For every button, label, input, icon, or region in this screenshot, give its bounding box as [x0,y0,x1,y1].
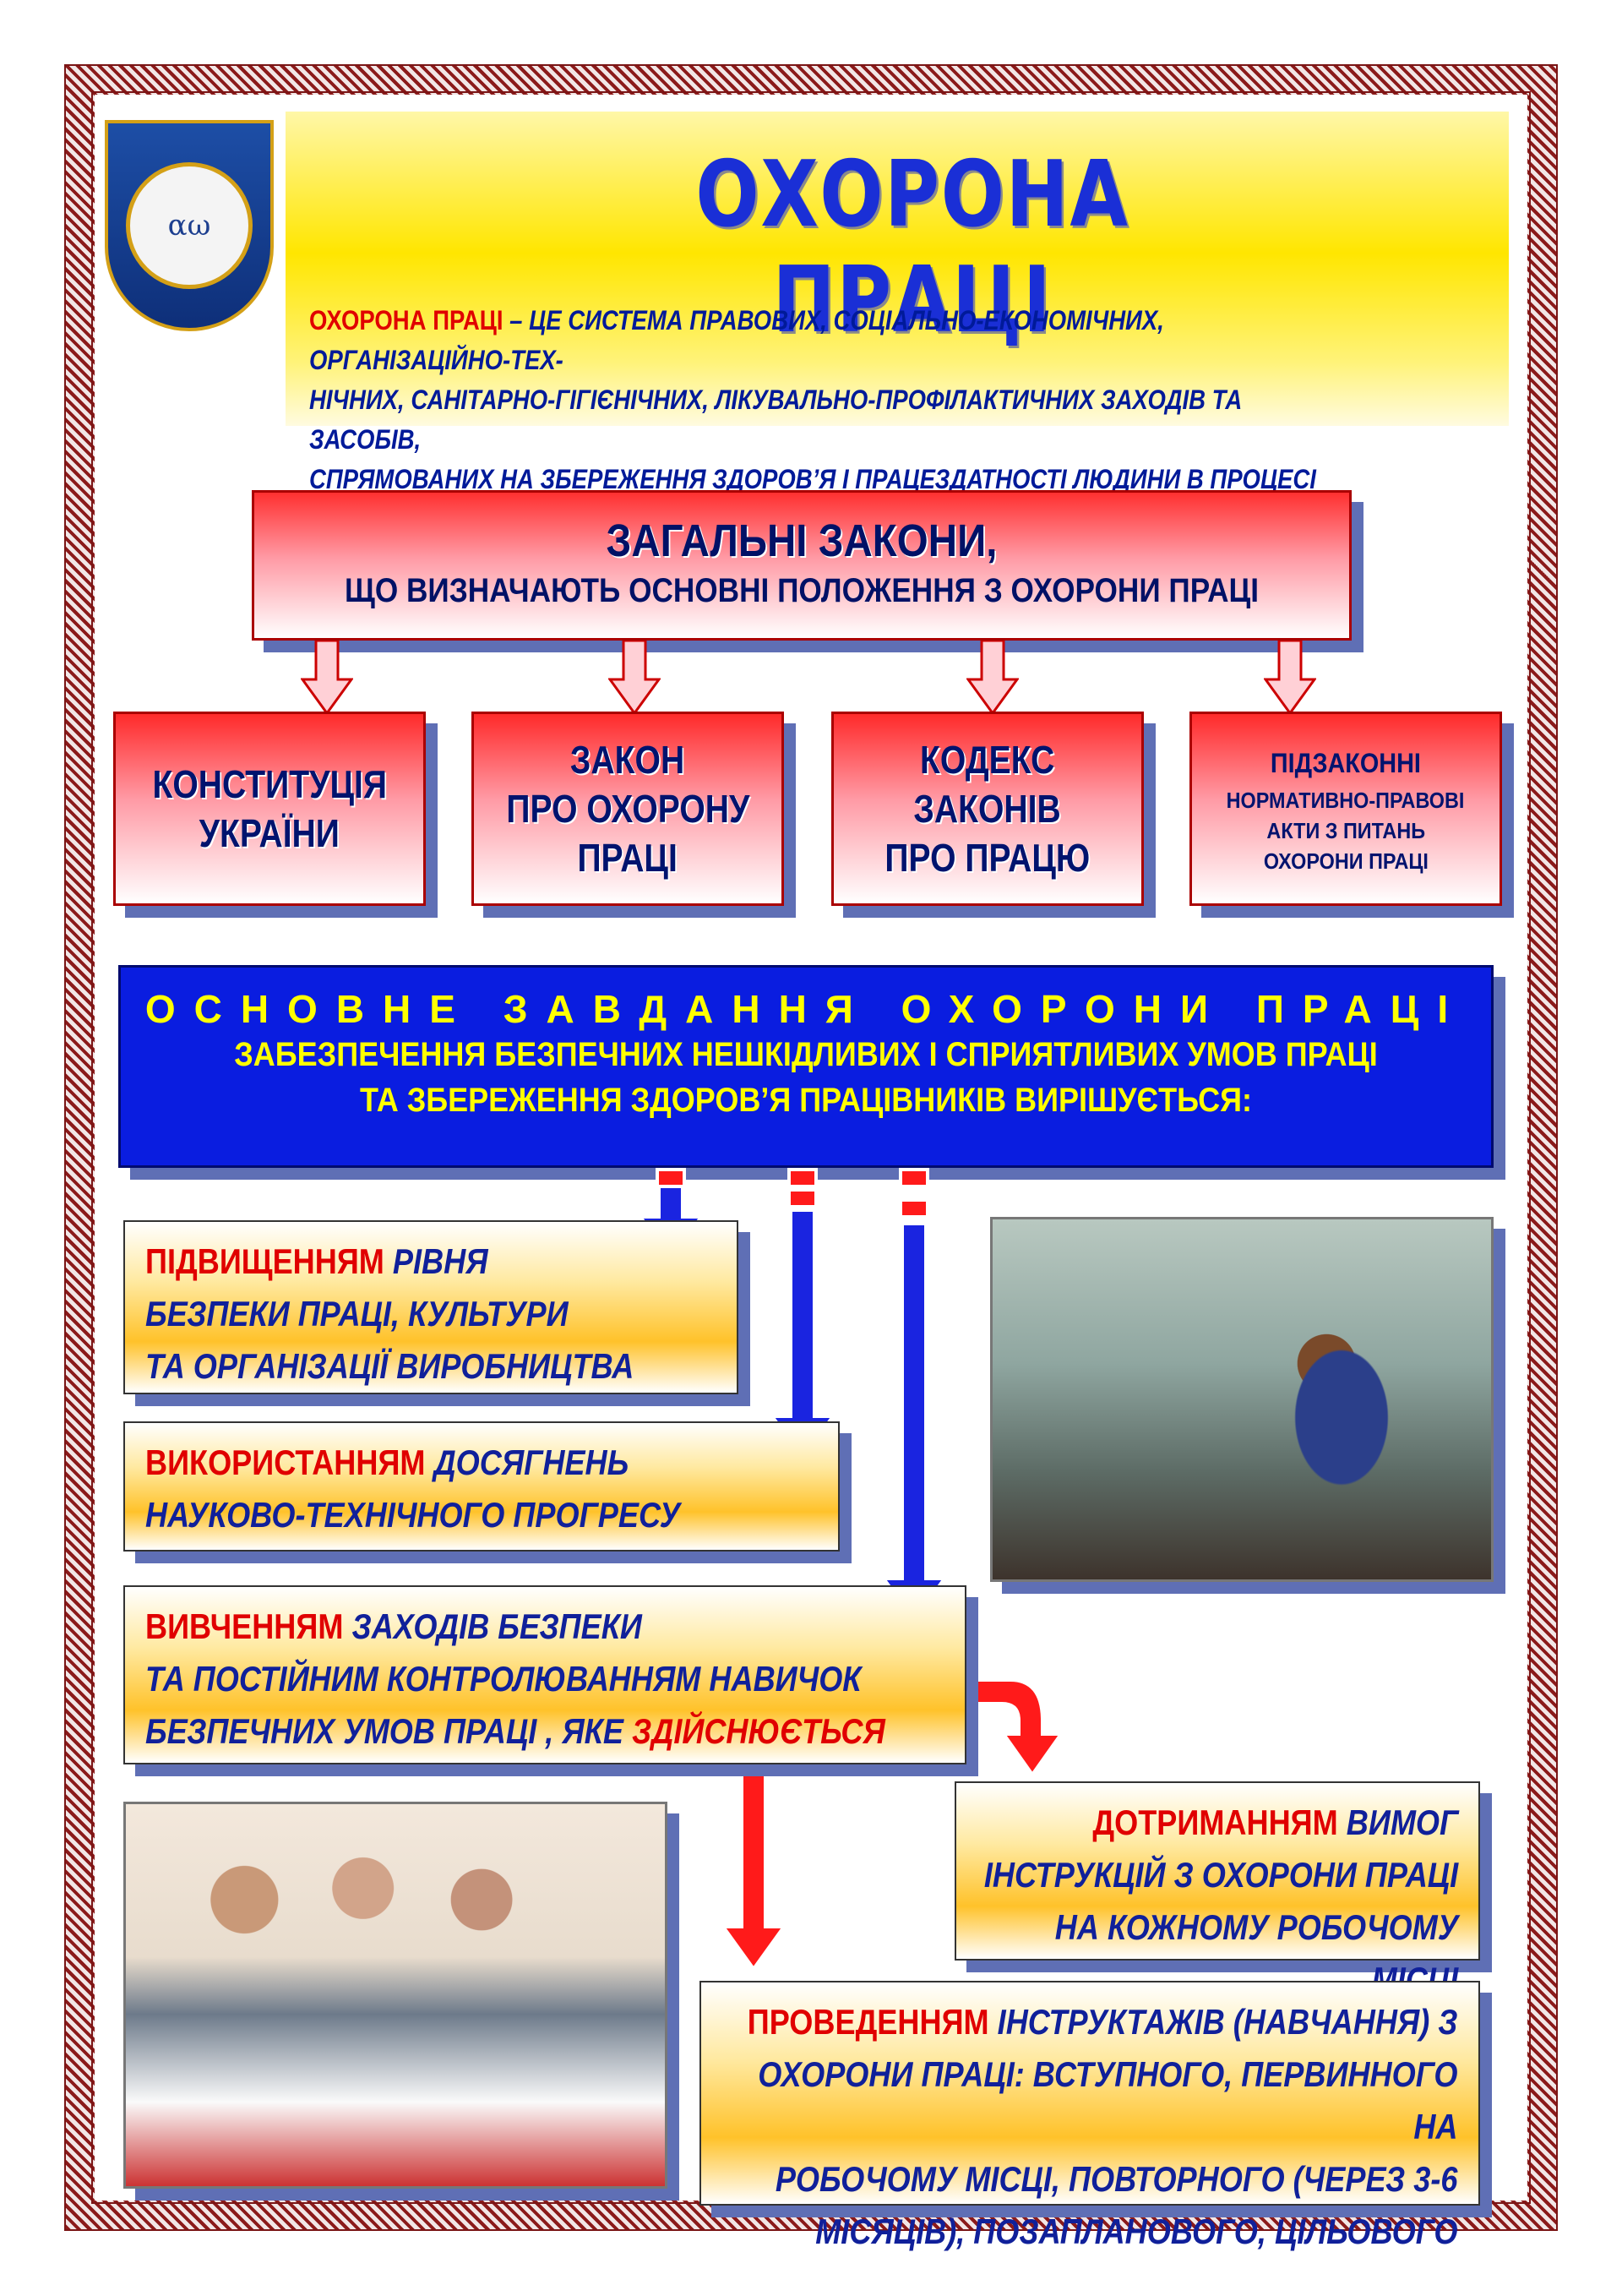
method-line: ПРОВЕДЕННЯМ ІНСТРУКТАЖІВ (НАВЧАННЯ) З [723,1996,1458,2048]
method-text: РІВНЯ [384,1241,488,1281]
university-logo: αω [105,120,274,331]
definition-term: ОХОРОНА ПРАЦІ [309,305,503,335]
law-labour-protection: ЗАКОН ПРО ОХОРОНУ ПРАЦІ [471,712,784,906]
method-line: НА КОЖНОМУ РОБОЧОМУ МІСЦІ [1054,1907,1458,1999]
law-line: ОХОРОНИ ПРАЦІ [1263,848,1429,874]
law-line: КОДЕКС [920,738,1055,782]
method-studying-safety: ВИВЧЕННЯМ ЗАХОДІВ БЕЗПЕКИ ТА ПОСТІЙНИМ К… [123,1585,966,1764]
method-line: ТА ОРГАНІЗАЦІЇ ВИРОБНИЦТВА [145,1346,634,1386]
law-line: АКТИ З ПИТАНЬ [1266,818,1425,843]
method-line: МІСЯЦІВ), ПОЗАПЛАНОВОГО, ЦІЛЬОВОГО [815,2211,1458,2251]
law-line: НОРМАТИВНО-ПРАВОВІ [1227,788,1465,813]
law-constitution: КОНСТИТУЦІЯ УКРАЇНИ [113,712,426,906]
method-keyword: ВИВЧЕННЯМ [145,1606,344,1646]
definition-line-3: СПРЯМОВАНИХ НА ЗБЕРЕЖЕННЯ ЗДОРОВ’Я І ПРА… [309,464,1316,534]
coat-of-arms-icon: αω [126,162,253,289]
method-line: НАУКОВО-ТЕХНІЧНОГО ПРОГРЕСУ [145,1495,681,1535]
method-keyword: ПІДВИЩЕННЯМ [145,1241,384,1281]
law-line: КОНСТИТУЦІЯ [152,762,387,806]
method-raising-safety: ПІДВИЩЕННЯМ РІВНЯ БЕЗПЕКИ ПРАЦІ, КУЛЬТУР… [123,1220,738,1394]
definition-text-1: – ЦЕ СИСТЕМА ПРАВОВИХ, СОЦІАЛЬНО-ЕКОНОМІ… [309,305,1164,375]
logo-text: αω [167,209,211,243]
arrow-down-icon [1264,641,1316,715]
main-task-title: ОСНОВНЕ ЗАВДАННЯ ОХОРОНИ ПРАЦІ [144,987,1467,1031]
main-task-line-2: ТА ЗБЕРЕЖЕННЯ ЗДОРОВ’Я ПРАЦІВНИКІВ ВИРІШ… [359,1082,1252,1119]
law-bylaws: ПІДЗАКОННІ НОРМАТИВНО-ПРАВОВІ АКТИ З ПИТ… [1189,712,1502,906]
method-line: ДОТРИМАННЯМ ВИМОГ [977,1797,1458,1849]
method-tech-progress: ВИКОРИСТАННЯМ ДОСЯГНЕНЬ НАУКОВО-ТЕХНІЧНО… [123,1421,840,1552]
definition: ОХОРОНА ПРАЦІ – ЦЕ СИСТЕМА ПРАВОВИХ, СОЦ… [309,301,1326,539]
method-line: ІНСТРУКЦІЙ З ОХОРОНИ ПРАЦІ [983,1855,1458,1895]
method-text: ДОСЯГНЕНЬ [425,1442,629,1482]
general-laws-box: ЗАГАЛЬНІ ЗАКОНИ, ЩО ВИЗНАЧАЮТЬ ОСНОВНІ П… [252,490,1352,641]
main-task-line-1: ЗАБЕЗПЕЧЕННЯ БЕЗПЕЧНИХ НЕШКІДЛИВИХ І СПР… [234,1036,1378,1073]
method-line: ОХОРОНИ ПРАЦІ: ВСТУПНОГО, ПЕРВИННОГО НА [758,2054,1458,2146]
method-keyword: ДОТРИМАННЯМ [1092,1802,1338,1842]
general-laws-subtitle: ЩО ВИЗНАЧАЮТЬ ОСНОВНІ ПОЛОЖЕННЯ З ОХОРОН… [344,572,1260,609]
method-text: ЗАХОДІВ БЕЗПЕКИ [343,1606,642,1646]
header-band [286,112,1509,426]
method-text: БЕЗПЕЧНИХ УМОВ ПРАЦІ , ЯКЕ [145,1711,633,1751]
law-line: ЗАКОН [570,738,685,782]
method-highlight: ЗДІЙСНЮЄТЬСЯ [632,1711,885,1751]
method-briefings: ПРОВЕДЕННЯМ ІНСТРУКТАЖІВ (НАВЧАННЯ) З ОХ… [699,1981,1480,2251]
main-task-box: ОСНОВНЕ ЗАВДАННЯ ОХОРОНИ ПРАЦІ ЗАБЕЗПЕЧЕ… [118,965,1494,1168]
method-line: БЕЗПЕКИ ПРАЦІ, КУЛЬТУРИ [145,1294,569,1333]
method-line: ВИВЧЕННЯМ ЗАХОДІВ БЕЗПЕКИ [145,1601,943,1653]
law-line: ПРО ОХОРОНУ [506,787,749,831]
arrow-down-icon [966,641,1019,715]
method-compliance: ДОТРИМАННЯМ ВИМОГ ІНСТРУКЦІЙ З ОХОРОНИ П… [955,1781,1480,1999]
lab-photo [990,1217,1494,1582]
method-keyword: ПРОВЕДЕННЯМ [748,2002,990,2042]
law-labour-code: КОДЕКС ЗАКОНІВ ПРО ПРАЦЮ [831,712,1144,906]
law-line: ПРО ПРАЦЮ [884,836,1091,880]
law-line: ПРАЦІ [577,836,678,880]
method-line: ВИКОРИСТАННЯМ ДОСЯГНЕНЬ [145,1437,816,1489]
classroom-photo [123,1802,667,2189]
method-line: РОБОЧОМУ МІСЦІ, ПОВТОРНОГО (ЧЕРЕЗ 3-6 [776,2159,1458,2199]
arrow-down-icon [608,641,661,715]
definition-line-1: ОХОРОНА ПРАЦІ – ЦЕ СИСТЕМА ПРАВОВИХ, СОЦ… [309,301,1326,380]
page-title: ОХОРОНА ПРАЦІ [695,142,1129,353]
definition-line-2: НІЧНИХ, САНІТАРНО-ГІГІЄНІЧНИХ, ЛІКУВАЛЬН… [309,384,1243,455]
method-line: ПІДВИЩЕННЯМ РІВНЯ [145,1235,715,1288]
method-text: ІНСТРУКТАЖІВ (НАВЧАННЯ) З [989,2002,1458,2042]
law-line: ЗАКОНІВ [913,787,1062,831]
arrow-down-icon [301,641,353,715]
method-text: ВИМОГ [1337,1802,1458,1842]
law-title: ПІДЗАКОННІ [1270,748,1421,778]
law-line: УКРАЇНИ [199,811,340,855]
method-line: ТА ПОСТІЙНИМ КОНТРОЛЮВАННЯМ НАВИЧОК [145,1659,862,1699]
general-laws-title: ЗАГАЛЬНІ ЗАКОНИ, [606,515,998,566]
method-line: БЕЗПЕЧНИХ УМОВ ПРАЦІ , ЯКЕ ЗДІЙСНЮЄТЬСЯ [145,1705,943,1758]
method-keyword: ВИКОРИСТАННЯМ [145,1442,426,1482]
